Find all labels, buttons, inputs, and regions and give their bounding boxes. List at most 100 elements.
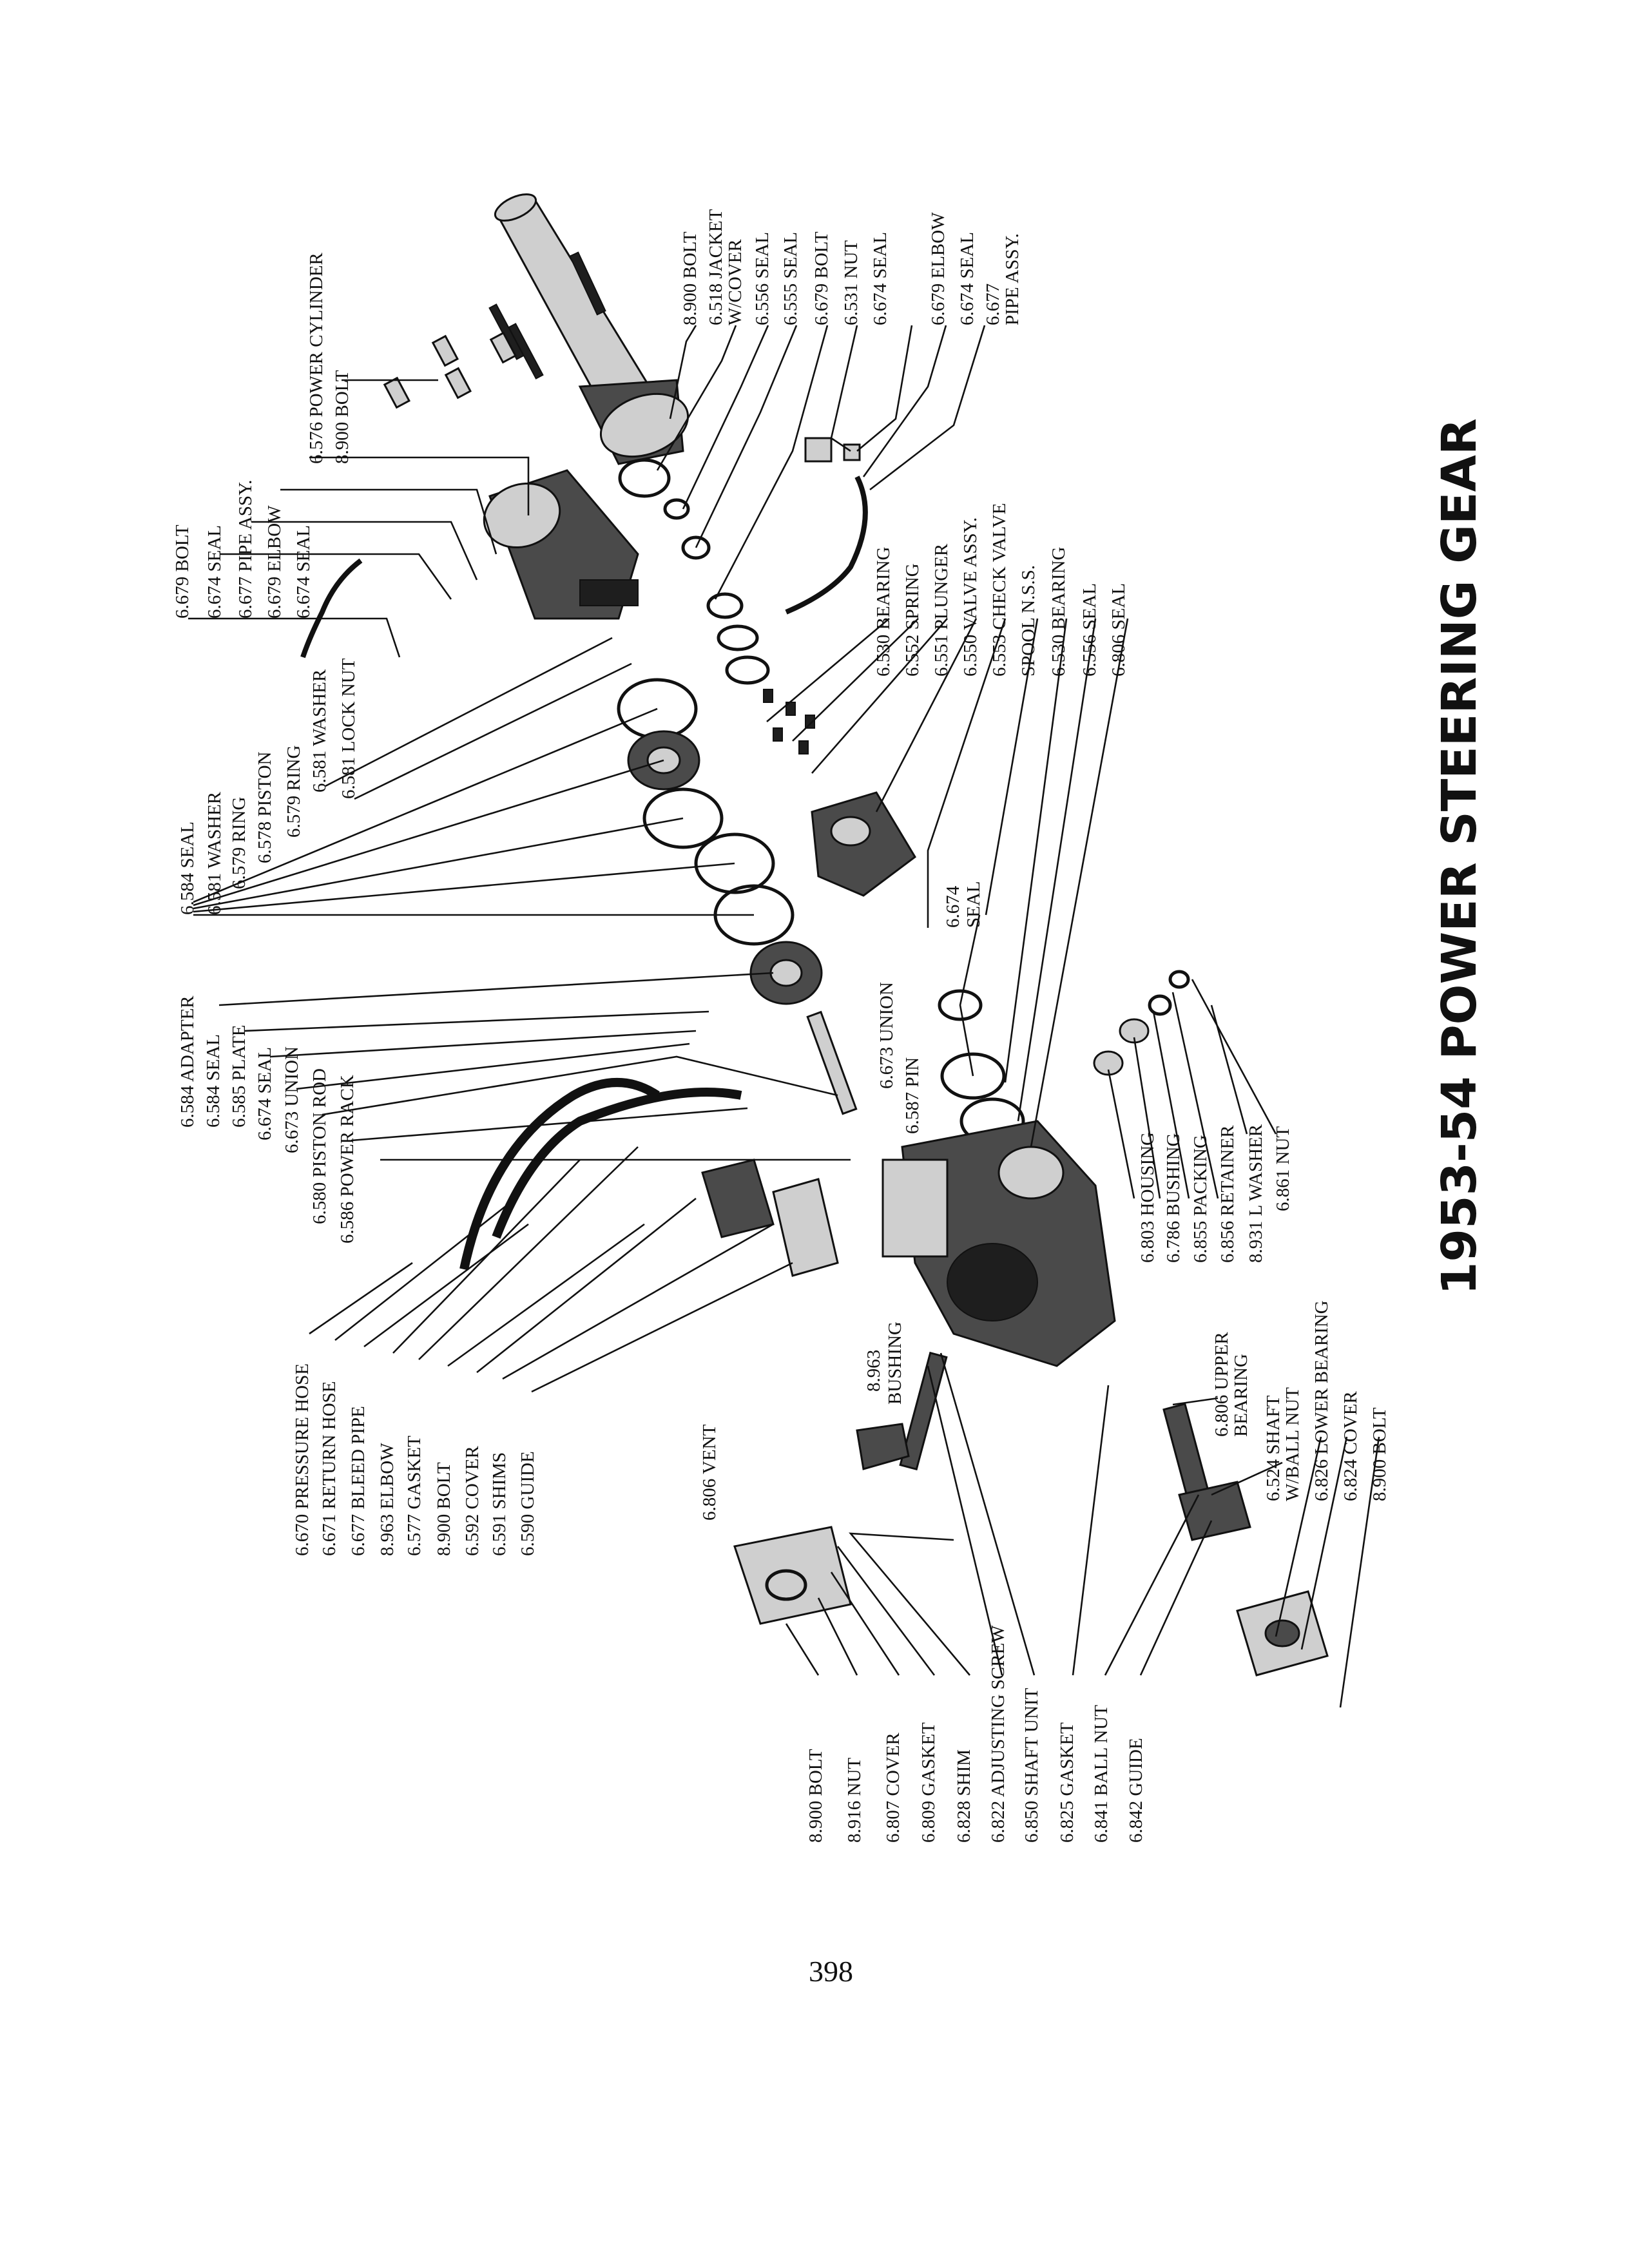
- label-group-bottom-i: 6.841 BALL NUT: [1091, 1705, 1112, 1843]
- label: 6.803 HOUSING: [1137, 1132, 1158, 1263]
- label-group-left-1a: 6.679 BOLT: [172, 524, 193, 619]
- label: 6.585 PLATE: [229, 1025, 249, 1128]
- label-group-mid-4a: 8.963: [863, 1350, 884, 1392]
- label-group-left-3b: 6.581 WASHER: [204, 791, 225, 915]
- label-group-left-4a: 6.584 ADAPTER: [177, 995, 198, 1128]
- label-group-bottom-e: 6.828 SHIM: [954, 1749, 974, 1843]
- label-group-mid-4b: BUSHING: [885, 1321, 905, 1405]
- label: 6.674 SEAL: [957, 232, 978, 325]
- label-group-left-5a: 6.670 PRESSURE HOSE: [292, 1363, 313, 1556]
- label: 6.555 SEAL: [780, 232, 801, 325]
- label: 6.584 SEAL: [177, 822, 198, 915]
- label-group-mid-2b: SEAL: [963, 881, 984, 928]
- label: 6.556 SEAL: [1079, 583, 1100, 677]
- label: 6.580 PISTON ROD: [309, 1068, 330, 1224]
- label-group-left-5d: 8.963 ELBOW: [377, 1443, 398, 1556]
- label: 6.586 POWER RACK: [337, 1075, 358, 1244]
- label-group-right-2b: BEARING: [1231, 1354, 1251, 1437]
- label: 6.806 VENT: [699, 1424, 720, 1521]
- label-group-right-1e: 8.931 L WASHER: [1246, 1124, 1266, 1263]
- label-group-left-3c: 6.579 RING: [229, 797, 249, 889]
- label-group-mid-1h: 6.556 SEAL: [1079, 583, 1100, 677]
- label-group-left-5b: 6.671 RETURN HOSE: [319, 1381, 340, 1556]
- label: 8.931 L WASHER: [1246, 1124, 1266, 1263]
- label: 6.677 PIPE ASSY.: [235, 480, 256, 619]
- power-cylinder-part: [483, 469, 639, 620]
- label: 6.677 BLEED PIPE: [348, 1406, 369, 1556]
- jacket-part: [494, 193, 689, 465]
- label-group-left-5e: 6.577 GASKET: [404, 1436, 425, 1556]
- label: 6.807 COVER: [883, 1733, 903, 1843]
- label: 6.584 SEAL: [203, 1034, 224, 1128]
- page-title-group: 1953-54 POWER STEERING GEAR: [1432, 418, 1487, 1295]
- label-group-bottom-j: 6.842 GUIDE: [1126, 1738, 1146, 1843]
- label: 6.850 SHAFT UNIT: [1021, 1687, 1042, 1843]
- label-group-bottom-c: 6.807 COVER: [883, 1733, 903, 1843]
- label: 8.900 BOLT: [332, 370, 352, 464]
- label-group-bottom-h: 6.825 GASKET: [1057, 1722, 1077, 1843]
- label-group-left-4g: 6.586 POWER RACK: [337, 1075, 358, 1244]
- label: 8.963 ELBOW: [377, 1443, 398, 1556]
- label-group-mid-1e: 6.553 CHECK VALVE: [989, 503, 1010, 677]
- label: 6.552 SPRING: [902, 563, 923, 677]
- label-group-left-1e: 6.674 SEAL: [293, 525, 314, 619]
- label-group-left-4d: 6.674 SEAL: [255, 1047, 275, 1140]
- label: 6.556 SEAL: [752, 232, 773, 325]
- label-group-top-1b: 6.518 JACKET: [706, 209, 726, 325]
- label: 6.531 NUT: [841, 240, 862, 325]
- label: 6.579 RING: [229, 797, 249, 889]
- label: 6.679 BOLT: [811, 231, 832, 325]
- label-group-bottom-f: 6.822 ADJUSTING SCREW: [988, 1625, 1008, 1843]
- label-group-mid-3a: 6.673 UNION: [876, 982, 897, 1089]
- label-group-right-1a: 6.803 HOUSING: [1137, 1132, 1158, 1263]
- label-group-left-3d: 6.578 PISTON: [255, 751, 275, 863]
- label: 8.963: [863, 1350, 884, 1392]
- label-group-right-2e: 6.826 LOWER BEARING: [1311, 1300, 1332, 1501]
- label: 6.806 SEAL: [1108, 583, 1129, 677]
- label: 6.674: [943, 885, 963, 928]
- label: 6.828 SHIM: [954, 1749, 974, 1843]
- page-title: 1953-54 POWER STEERING GEAR: [1432, 418, 1487, 1295]
- label: 6.673 UNION: [876, 982, 897, 1089]
- label: 6.671 RETURN HOSE: [319, 1381, 340, 1556]
- label-group-top-1: 8.900 BOLT: [680, 231, 700, 325]
- label: 6.550 VALVE ASSY.: [960, 517, 981, 677]
- label: 6.809 GASKET: [918, 1722, 939, 1843]
- label: 6.673 UNION: [282, 1046, 302, 1153]
- bolt-parts-top: [383, 251, 606, 409]
- label: W/COVER: [725, 239, 746, 325]
- label: 6.822 ADJUSTING SCREW: [988, 1625, 1008, 1843]
- label: 6.579 RING: [284, 745, 304, 838]
- label: 6.578 PISTON: [255, 751, 275, 863]
- label-group-top-1c: W/COVER: [725, 239, 746, 325]
- label-group-mid-1i: 6.806 SEAL: [1108, 583, 1129, 677]
- label-group-mid-1c: 6.551 PLUNGER: [931, 543, 952, 677]
- page-number: 398: [809, 1955, 853, 1988]
- label: 6.581 WASHER: [204, 791, 225, 915]
- label-group-left-4b: 6.584 SEAL: [203, 1034, 224, 1128]
- label: 6.674 SEAL: [293, 525, 314, 619]
- label-group-bottom-d: 6.809 GASKET: [918, 1722, 939, 1843]
- label: 6.592 COVER: [462, 1446, 483, 1556]
- label-group-mid-1b: 6.552 SPRING: [902, 563, 923, 677]
- label: 6.577 GASKET: [404, 1436, 425, 1556]
- label-group-right-1f: 6.861 NUT: [1273, 1126, 1293, 1211]
- lower-cover-part: [1236, 1590, 1329, 1677]
- label: W/BALL NUT: [1282, 1387, 1303, 1501]
- label-group-right-1b: 6.786 BUSHING: [1163, 1133, 1184, 1263]
- valve-assembly-part: [763, 689, 916, 897]
- label: 6.576 POWER CYLINDER: [306, 252, 327, 464]
- label-group-left-4c: 6.585 PLATE: [229, 1025, 249, 1128]
- label: PIPE ASSY.: [1002, 233, 1023, 325]
- label-group-left-5h: 6.591 SHIMS: [489, 1452, 510, 1556]
- label-group-right-2g: 8.900 BOLT: [1369, 1407, 1390, 1501]
- label: BEARING: [1231, 1354, 1251, 1437]
- label: 6.581 WASHER: [309, 669, 330, 793]
- label-group-left-3e: 6.579 RING: [284, 745, 304, 838]
- label: 6.861 NUT: [1273, 1126, 1293, 1211]
- label: 8.900 BOLT: [1369, 1407, 1390, 1501]
- label: 8.900 BOLT: [680, 231, 700, 325]
- label: 6.530 BEARING: [1048, 547, 1069, 677]
